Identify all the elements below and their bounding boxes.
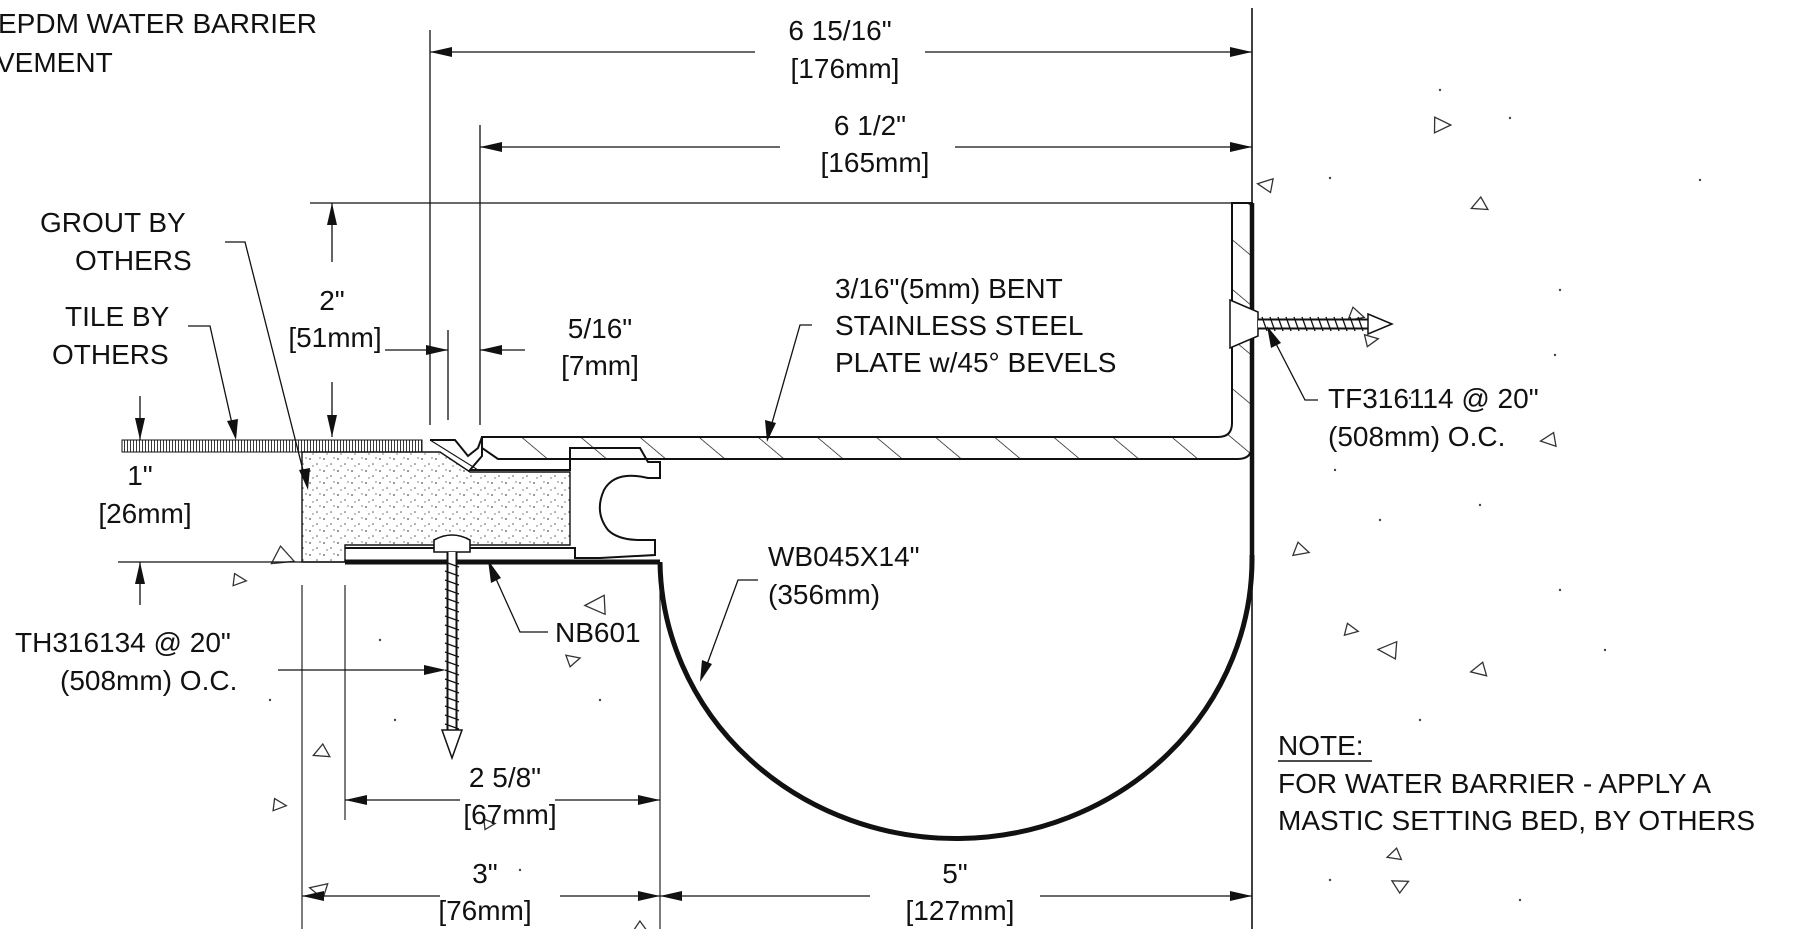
plate-width-imperial: 6 1/2" — [834, 110, 906, 141]
grout-line-1: GROUT BY — [40, 207, 186, 238]
tile-layer — [121, 439, 423, 453]
aggregate-mark — [1291, 541, 1311, 557]
dimension-nosing: 2 5/8" [67mm] — [345, 762, 660, 830]
nosing-tongue — [429, 439, 570, 471]
aggregate-dot — [1698, 178, 1702, 182]
nosing-imperial: 2 5/8" — [469, 762, 541, 793]
aggregate-mark — [633, 919, 647, 929]
nosing-extrusion — [345, 436, 661, 559]
aggregate-dot — [1478, 503, 1482, 507]
aggregate-dot — [1438, 88, 1442, 92]
aggregate-dot — [393, 718, 397, 722]
gap-imperial: 5/16" — [568, 313, 632, 344]
gap-metric: [7mm] — [561, 350, 639, 381]
tile-line-1: TILE BY — [65, 301, 170, 332]
title-line-2: VEMENT — [0, 47, 113, 78]
dimension-left-frame: 3" [76mm] — [302, 858, 660, 926]
anchor-right-line-1: TF316114 @ 20" — [1328, 383, 1539, 414]
aggregate-dot — [268, 698, 272, 702]
aggregate-dot — [1603, 648, 1607, 652]
anchor-right-line-2: (508mm) O.C. — [1328, 421, 1505, 452]
aggregate-dot — [378, 638, 382, 642]
concrete-aggregate-texture — [232, 88, 1702, 929]
right-anchor-screw — [1229, 298, 1394, 350]
left-frame-metric: [76mm] — [438, 895, 531, 926]
dimension-setting-bed: 1" [26mm] — [98, 396, 345, 605]
note-line-1: FOR WATER BARRIER - APPLY A — [1278, 768, 1711, 799]
aggregate-dot — [1418, 718, 1422, 722]
tile-line-2: OTHERS — [52, 339, 169, 370]
aggregate-mark — [1469, 661, 1488, 677]
aggregate-mark — [272, 797, 288, 812]
aggregate-mark — [1385, 846, 1403, 861]
dimension-barrier-width: 5" [127mm] — [660, 858, 1252, 926]
nosing-metric: [67mm] — [463, 799, 556, 830]
aggregate-dot — [598, 698, 602, 702]
plate-line-2: STAINLESS STEEL — [835, 310, 1083, 341]
depth-metric: [51mm] — [288, 322, 381, 353]
aggregate-mark — [270, 544, 296, 565]
dimension-plate-width: 6 1/2" [165mm] — [479, 110, 1252, 425]
callout-plate: 3/16"(5mm) BENT STAINLESS STEEL PLATE w/… — [765, 273, 1116, 442]
aggregate-dot — [1408, 396, 1412, 400]
callout-anchor-left: TH316134 @ 20" (508mm) O.C. — [15, 627, 446, 696]
aggregate-mark — [1376, 640, 1398, 660]
aggregate-dot — [518, 868, 522, 872]
plate-line-1: 3/16"(5mm) BENT — [835, 273, 1063, 304]
aggregate-dot — [1378, 518, 1382, 522]
aggregate-mark — [564, 654, 582, 668]
overall-width-metric: [176mm] — [791, 53, 900, 84]
callout-anchor-right: TF316114 @ 20" (508mm) O.C. — [1267, 326, 1539, 452]
barrier-width-imperial: 5" — [942, 858, 968, 889]
note-block: NOTE: FOR WATER BARRIER - APPLY A MASTIC… — [1278, 730, 1755, 836]
aggregate-mark — [1390, 880, 1410, 895]
callout-nosing-part: NB601 — [488, 560, 641, 648]
overall-width-imperial: 6 15/16" — [788, 15, 891, 46]
plate-width-metric: [165mm] — [821, 147, 930, 178]
dimension-overall-width: 6 15/16" [176mm] — [429, 15, 1252, 425]
aggregate-dot — [1328, 176, 1332, 180]
note-line-2: MASTIC SETTING BED, BY OTHERS — [1278, 805, 1755, 836]
water-barrier-line-2: (356mm) — [768, 579, 880, 610]
aggregate-mark — [1433, 116, 1453, 134]
barrier-width-metric: [127mm] — [906, 895, 1015, 926]
left-anchor-screw — [433, 534, 471, 761]
aggregate-mark — [232, 572, 248, 587]
aggregate-dot — [1553, 353, 1557, 357]
setting-bed-metric: [26mm] — [98, 498, 191, 529]
left-frame-imperial: 3" — [472, 858, 498, 889]
aggregate-mark — [483, 818, 497, 831]
water-barrier-line-1: WB045X14" — [768, 541, 920, 572]
callout-tile: TILE BY OTHERS — [52, 301, 238, 440]
callout-water-barrier: WB045X14" (356mm) — [700, 541, 920, 682]
note-heading: NOTE: — [1278, 730, 1364, 761]
callout-grout: GROUT BY OTHERS — [40, 207, 310, 490]
anchor-left-line-1: TH316134 @ 20" — [15, 627, 231, 658]
aggregate-dot — [1508, 116, 1512, 120]
aggregate-mark — [583, 594, 606, 616]
aggregate-mark — [1343, 622, 1360, 637]
water-barrier — [657, 554, 1255, 842]
plate-line-3: PLATE w/45° BEVELS — [835, 347, 1116, 378]
dimension-gap: 5/16" [7mm] — [385, 313, 639, 420]
setting-bed-imperial: 1" — [127, 460, 153, 491]
anchor-left-line-2: (508mm) O.C. — [60, 665, 237, 696]
title-line-1: EPDM WATER BARRIER — [0, 8, 317, 39]
aggregate-dot — [1518, 898, 1522, 902]
depth-imperial: 2" — [319, 285, 345, 316]
aggregate-dot — [1328, 878, 1332, 882]
nosing-part-label: NB601 — [555, 617, 641, 648]
grout-line-2: OTHERS — [75, 245, 192, 276]
aggregate-mark — [1363, 333, 1380, 348]
aggregate-dot — [1333, 468, 1337, 472]
aggregate-dot — [1558, 588, 1562, 592]
aggregate-mark — [1469, 195, 1490, 211]
aggregate-mark — [1539, 431, 1557, 448]
aggregate-dot — [1558, 288, 1562, 292]
dimension-depth: 2" [51mm] — [288, 202, 1232, 437]
aggregate-mark — [1256, 177, 1274, 194]
aggregate-mark — [311, 742, 331, 758]
